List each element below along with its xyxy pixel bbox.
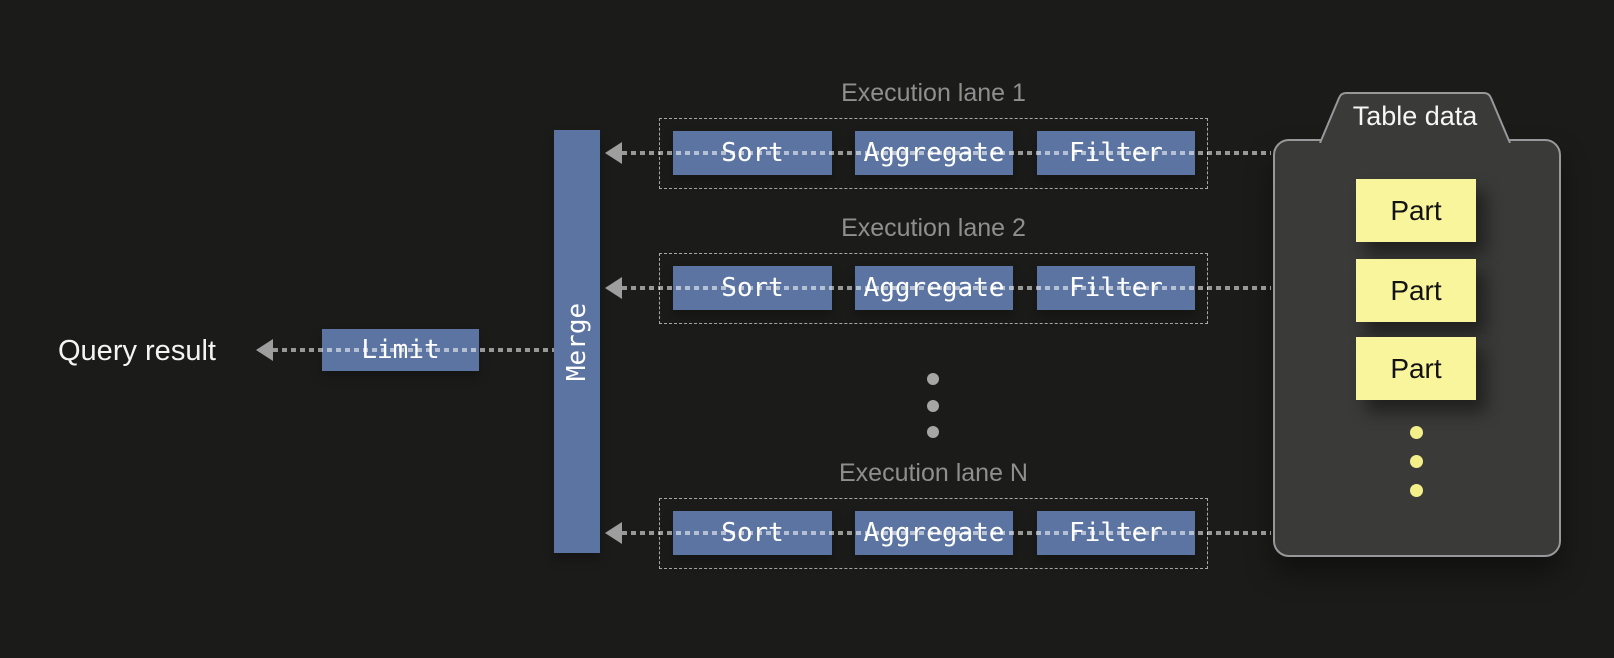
merge-label: Merge bbox=[562, 302, 592, 381]
lane-ellipsis-dot bbox=[927, 400, 939, 412]
part-ellipsis-dot bbox=[1410, 455, 1423, 468]
part-box: Part bbox=[1356, 259, 1476, 322]
execution-lane-1: Execution lane 1 Sort Aggregate Filter bbox=[0, 80, 1614, 192]
arrow-left-icon bbox=[256, 339, 273, 361]
part-box: Part bbox=[1356, 179, 1476, 242]
execution-lane-2: Execution lane 2 Sort Aggregate Filter bbox=[0, 215, 1614, 327]
dotted-flow-line bbox=[622, 286, 1271, 290]
execution-lane-n: Execution lane N Sort Aggregate Filter bbox=[0, 460, 1614, 572]
lane-label: Execution lane N bbox=[838, 459, 1028, 487]
part-ellipsis-dot bbox=[1410, 484, 1423, 497]
table-data-title: Table data bbox=[1352, 101, 1478, 131]
dotted-flow-line bbox=[622, 531, 1271, 535]
dotted-flow-line bbox=[622, 151, 1271, 155]
arrow-left-icon bbox=[605, 142, 622, 164]
lane-ellipsis-dot bbox=[927, 426, 939, 438]
table-data-tab-shape bbox=[1319, 92, 1511, 143]
lane-label: Execution lane 2 bbox=[841, 214, 1026, 242]
arrow-left-icon bbox=[605, 277, 622, 299]
part-box: Part bbox=[1356, 337, 1476, 400]
part-ellipsis-dot bbox=[1410, 426, 1423, 439]
query-result-label: Query result bbox=[58, 335, 216, 367]
merge-operator-bar: Merge bbox=[554, 130, 600, 553]
lane-ellipsis-dot bbox=[927, 373, 939, 385]
arrow-left-icon bbox=[605, 522, 622, 544]
dotted-flow-line bbox=[273, 348, 554, 352]
lane-label: Execution lane 1 bbox=[841, 79, 1026, 107]
